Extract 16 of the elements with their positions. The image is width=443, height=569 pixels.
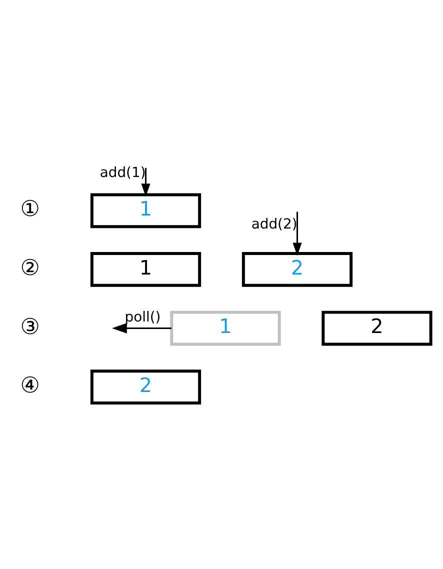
node-box: 1 [90, 193, 202, 228]
label: ① [20, 197, 40, 222]
edge-label: add(2) [251, 216, 298, 233]
edge-label: add(1) [100, 165, 146, 182]
edge-label: poll() [124, 309, 161, 326]
node-box: 1 [170, 310, 281, 346]
node-box: 2 [90, 370, 202, 404]
arrow [112, 323, 172, 334]
node-box: 2 [242, 252, 353, 287]
node-box: 1 [90, 252, 202, 287]
arrow [141, 168, 150, 197]
arrow [292, 212, 302, 256]
label: ④ [20, 374, 40, 399]
node-box: 2 [322, 310, 432, 346]
label: ③ [20, 314, 40, 340]
label: ② [20, 256, 40, 282]
